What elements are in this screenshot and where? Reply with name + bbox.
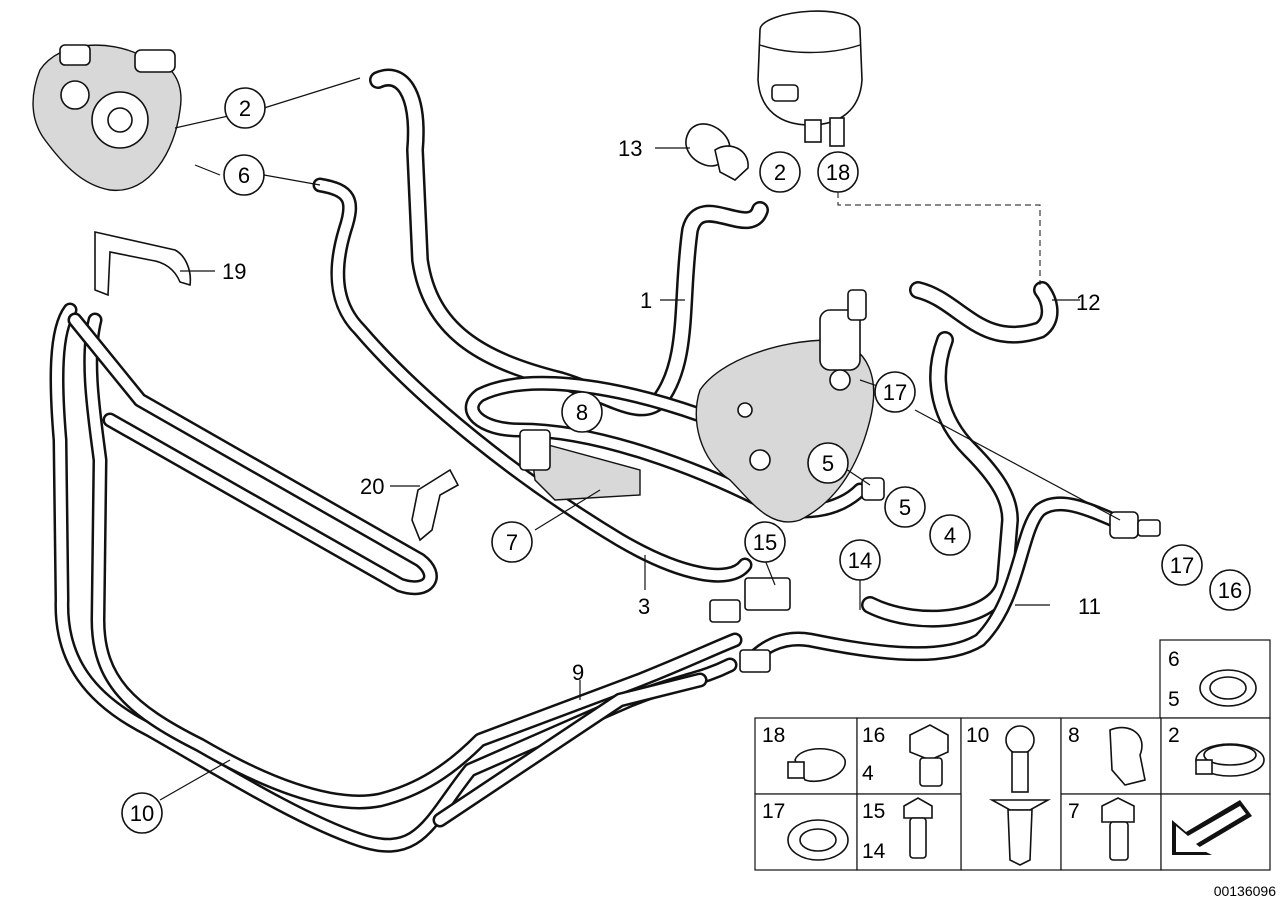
svg-text:2: 2: [774, 160, 786, 185]
pipe-11: [742, 496, 1133, 670]
svg-text:15: 15: [862, 800, 885, 823]
svg-text:5: 5: [1168, 688, 1180, 711]
svg-text:10: 10: [130, 801, 154, 826]
svg-text:5: 5: [899, 495, 911, 520]
callout-8: 8: [561, 391, 603, 433]
legend-cell-17: 17: [754, 793, 858, 871]
callout-7: 7: [491, 521, 533, 563]
callout-10: 10: [121, 792, 163, 834]
svg-text:2: 2: [1168, 724, 1180, 747]
bracket-20: [411, 468, 460, 542]
callout-17-right: 17: [1161, 544, 1203, 586]
callout-5-upper: 5: [807, 442, 849, 484]
legend-cell-15-14: 15 14: [856, 793, 962, 871]
svg-text:6: 6: [238, 163, 250, 188]
callout-5-lower: 5: [884, 486, 926, 528]
svg-text:15: 15: [753, 530, 777, 555]
svg-text:10: 10: [966, 724, 989, 747]
legend-cell-2: 2: [1160, 717, 1271, 795]
hose-pressure: [312, 177, 753, 583]
callout-17-gear: 17: [874, 371, 916, 413]
label-12: 12: [1076, 290, 1100, 315]
pipe-9: [432, 672, 708, 828]
label-1: 1: [640, 288, 652, 313]
legend-cell-18: 18: [754, 717, 858, 795]
legend-cell-7: 7: [1060, 793, 1162, 871]
bracket-7: [519, 429, 641, 501]
svg-text:7: 7: [506, 530, 518, 555]
legend-cell-10: 10: [960, 717, 1062, 871]
svg-text:17: 17: [1170, 553, 1194, 578]
label-11: 11: [1078, 594, 1101, 619]
legend-cell-6-5: 6 5: [1159, 639, 1271, 719]
callout-6-pump: 6: [223, 154, 265, 196]
label-19: 19: [222, 259, 246, 284]
svg-text:8: 8: [576, 400, 588, 425]
label-20: 20: [360, 474, 384, 499]
svg-text:16: 16: [1218, 578, 1242, 603]
callout-4: 4: [929, 514, 971, 556]
callout-2-reservoir: 2: [759, 151, 801, 193]
hose-12: [861, 281, 1059, 628]
callout-16: 16: [1209, 569, 1251, 611]
svg-text:14: 14: [862, 840, 886, 863]
legend-cell-8: 8: [1060, 717, 1162, 795]
callout-2-pump: 2: [224, 87, 266, 129]
diagram-code: 00136096: [1214, 883, 1277, 899]
legend-grid: 6 5 18 16 4 10: [754, 639, 1271, 871]
label-13: 13: [618, 136, 642, 161]
steering-pump: [32, 44, 182, 191]
svg-text:6: 6: [1168, 648, 1180, 671]
svg-text:14: 14: [848, 548, 872, 573]
hose-1: [369, 68, 769, 417]
svg-text:8: 8: [1068, 724, 1080, 747]
svg-text:17: 17: [762, 800, 785, 823]
svg-text:18: 18: [826, 160, 850, 185]
svg-text:5: 5: [822, 451, 834, 476]
fluid-reservoir: [757, 10, 863, 147]
hose-clamp-13: [685, 123, 749, 181]
callout-18: 18: [817, 151, 859, 193]
label-3: 3: [638, 594, 650, 619]
svg-text:7: 7: [1068, 800, 1080, 823]
callout-14: 14: [839, 539, 881, 581]
svg-text:18: 18: [762, 724, 785, 747]
connector-block: [709, 577, 791, 673]
direction-arrow-icon: [1172, 800, 1252, 855]
svg-text:4: 4: [862, 762, 874, 785]
legend-cell-16-4: 16 4: [856, 717, 962, 795]
legend-cell-arrow: [1160, 793, 1271, 871]
label-9: 9: [572, 660, 584, 685]
svg-text:2: 2: [239, 96, 251, 121]
bracket-19: [94, 231, 192, 297]
svg-text:17: 17: [883, 380, 907, 405]
callout-15: 15: [744, 521, 786, 563]
svg-text:4: 4: [944, 523, 956, 548]
svg-text:16: 16: [862, 724, 885, 747]
